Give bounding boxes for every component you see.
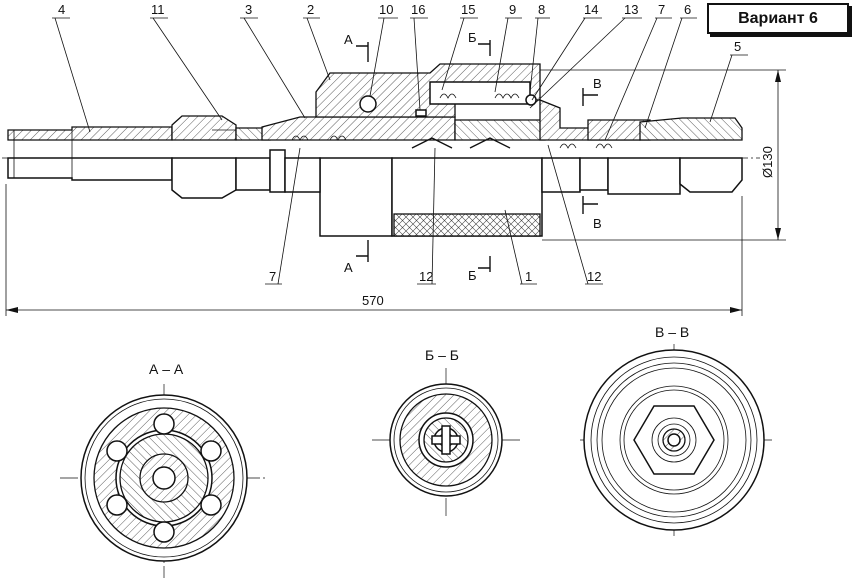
- callout-14: 14: [584, 2, 598, 17]
- callout-12-right: 12: [587, 269, 601, 284]
- callout-13: 13: [624, 2, 638, 17]
- variant-label: Вариант 6: [738, 9, 818, 27]
- part-4-upper: [7, 126, 173, 141]
- cut-v-top: В: [593, 76, 602, 91]
- part-2-lower-left: [319, 157, 393, 237]
- dimensions: 570 Ø130: [5, 69, 786, 316]
- part-3-upper: [261, 116, 456, 141]
- ball-10: [359, 95, 377, 113]
- callout-8: 8: [538, 2, 545, 17]
- valve-stem: [454, 119, 546, 141]
- callout-3: 3: [245, 2, 252, 17]
- cut-v-bottom: В: [593, 216, 602, 231]
- section-bb-title: Б – Б: [425, 347, 459, 363]
- cut-b-top: Б: [468, 30, 477, 45]
- callout-5: 5: [734, 39, 741, 54]
- callout-15: 15: [461, 2, 475, 17]
- section-bb: Б – Б: [372, 347, 520, 518]
- aa-ball: [153, 521, 175, 543]
- part-4-lower: [7, 157, 173, 181]
- aa-ball: [106, 440, 128, 462]
- callout-12-left: 12: [419, 269, 433, 284]
- callout-7-top: 7: [658, 2, 665, 17]
- section-vv: В – В: [580, 324, 772, 536]
- callout-16: 16: [411, 2, 425, 17]
- section-vv-title: В – В: [655, 324, 689, 340]
- main-assembly: [2, 63, 760, 237]
- cut-a-bottom: А: [344, 260, 353, 275]
- callout-4: 4: [58, 2, 65, 17]
- spring-chamber: [429, 81, 531, 105]
- section-aa: А – А: [60, 361, 265, 578]
- part-11-upper: [171, 115, 237, 141]
- section-aa-title: А – А: [149, 361, 184, 377]
- variant-badge: Вариант 6: [707, 3, 849, 34]
- aa-ball: [200, 440, 222, 462]
- callouts: [52, 17, 748, 285]
- seal-16: [415, 109, 427, 117]
- callout-7-bottom: 7: [269, 269, 276, 284]
- section-markers: А А Б Б В В: [344, 30, 602, 283]
- callout-6: 6: [684, 2, 691, 17]
- callout-9: 9: [509, 2, 516, 17]
- aa-ball: [106, 494, 128, 516]
- aa-ball: [200, 494, 222, 516]
- seat-12-left: [411, 137, 453, 149]
- part-6-lower: [607, 157, 681, 195]
- dim-diameter: Ø130: [760, 146, 775, 178]
- dim-length: 570: [362, 293, 384, 308]
- seat-12-right: [469, 137, 511, 149]
- aa-ball: [153, 413, 175, 435]
- callout-numbers: 4 11 3 2 10 16 15 9 8 14 13 7 6 5 7 12 1…: [58, 2, 741, 284]
- callout-1: 1: [525, 269, 532, 284]
- part-1-knurl: [393, 213, 541, 237]
- callout-11: 11: [151, 2, 165, 17]
- callout-2: 2: [307, 2, 314, 17]
- cut-b-bottom: Б: [468, 268, 477, 283]
- cut-a-top: А: [344, 32, 353, 47]
- callout-10: 10: [379, 2, 393, 17]
- part-5-lower: [679, 157, 743, 193]
- part-5-upper: [639, 117, 743, 141]
- springs: [291, 93, 613, 149]
- part-11-lower: [171, 157, 237, 199]
